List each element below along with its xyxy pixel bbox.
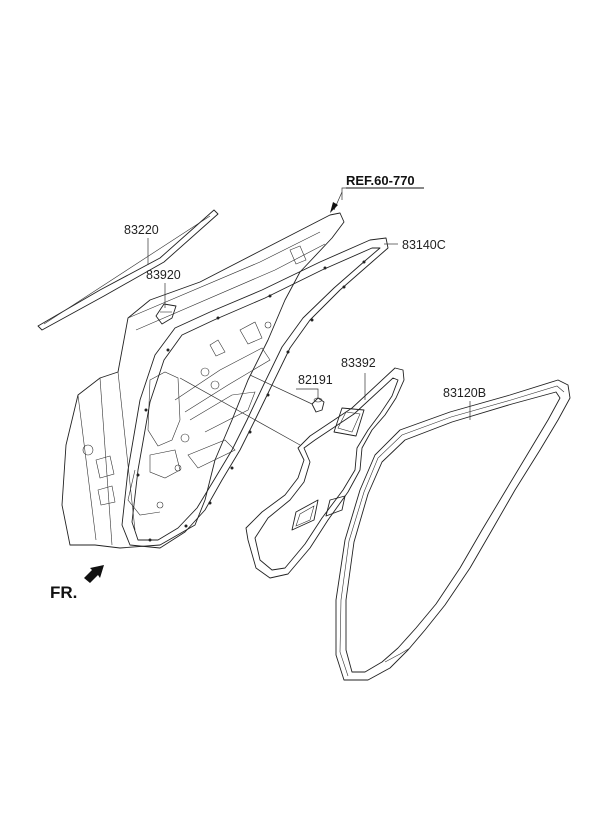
- ref-arrow: [330, 191, 343, 213]
- plug-82191: [311, 397, 325, 413]
- front-arrow-icon: [84, 565, 104, 583]
- sealing-cover-83392: [245, 367, 405, 579]
- part-label-83220: 83220: [124, 223, 159, 237]
- part-label-83140c: 83140C: [402, 238, 446, 252]
- belt-strip-83220: [37, 209, 219, 331]
- clip-83920: [155, 303, 177, 325]
- weatherstrip-83120b: [335, 379, 571, 681]
- ref-label: REF.60-770: [346, 173, 415, 188]
- part-label-83120b: 83120B: [443, 386, 486, 400]
- part-label-83392: 83392: [341, 356, 376, 370]
- door-panel: [61, 212, 345, 549]
- part-label-82191: 82191: [298, 373, 333, 387]
- part-label-83920: 83920: [146, 268, 181, 282]
- leader-lines: [147, 187, 471, 446]
- weatherstrip-83140c: [121, 237, 389, 549]
- front-indicator: FR.: [50, 565, 104, 602]
- front-label: FR.: [50, 583, 77, 602]
